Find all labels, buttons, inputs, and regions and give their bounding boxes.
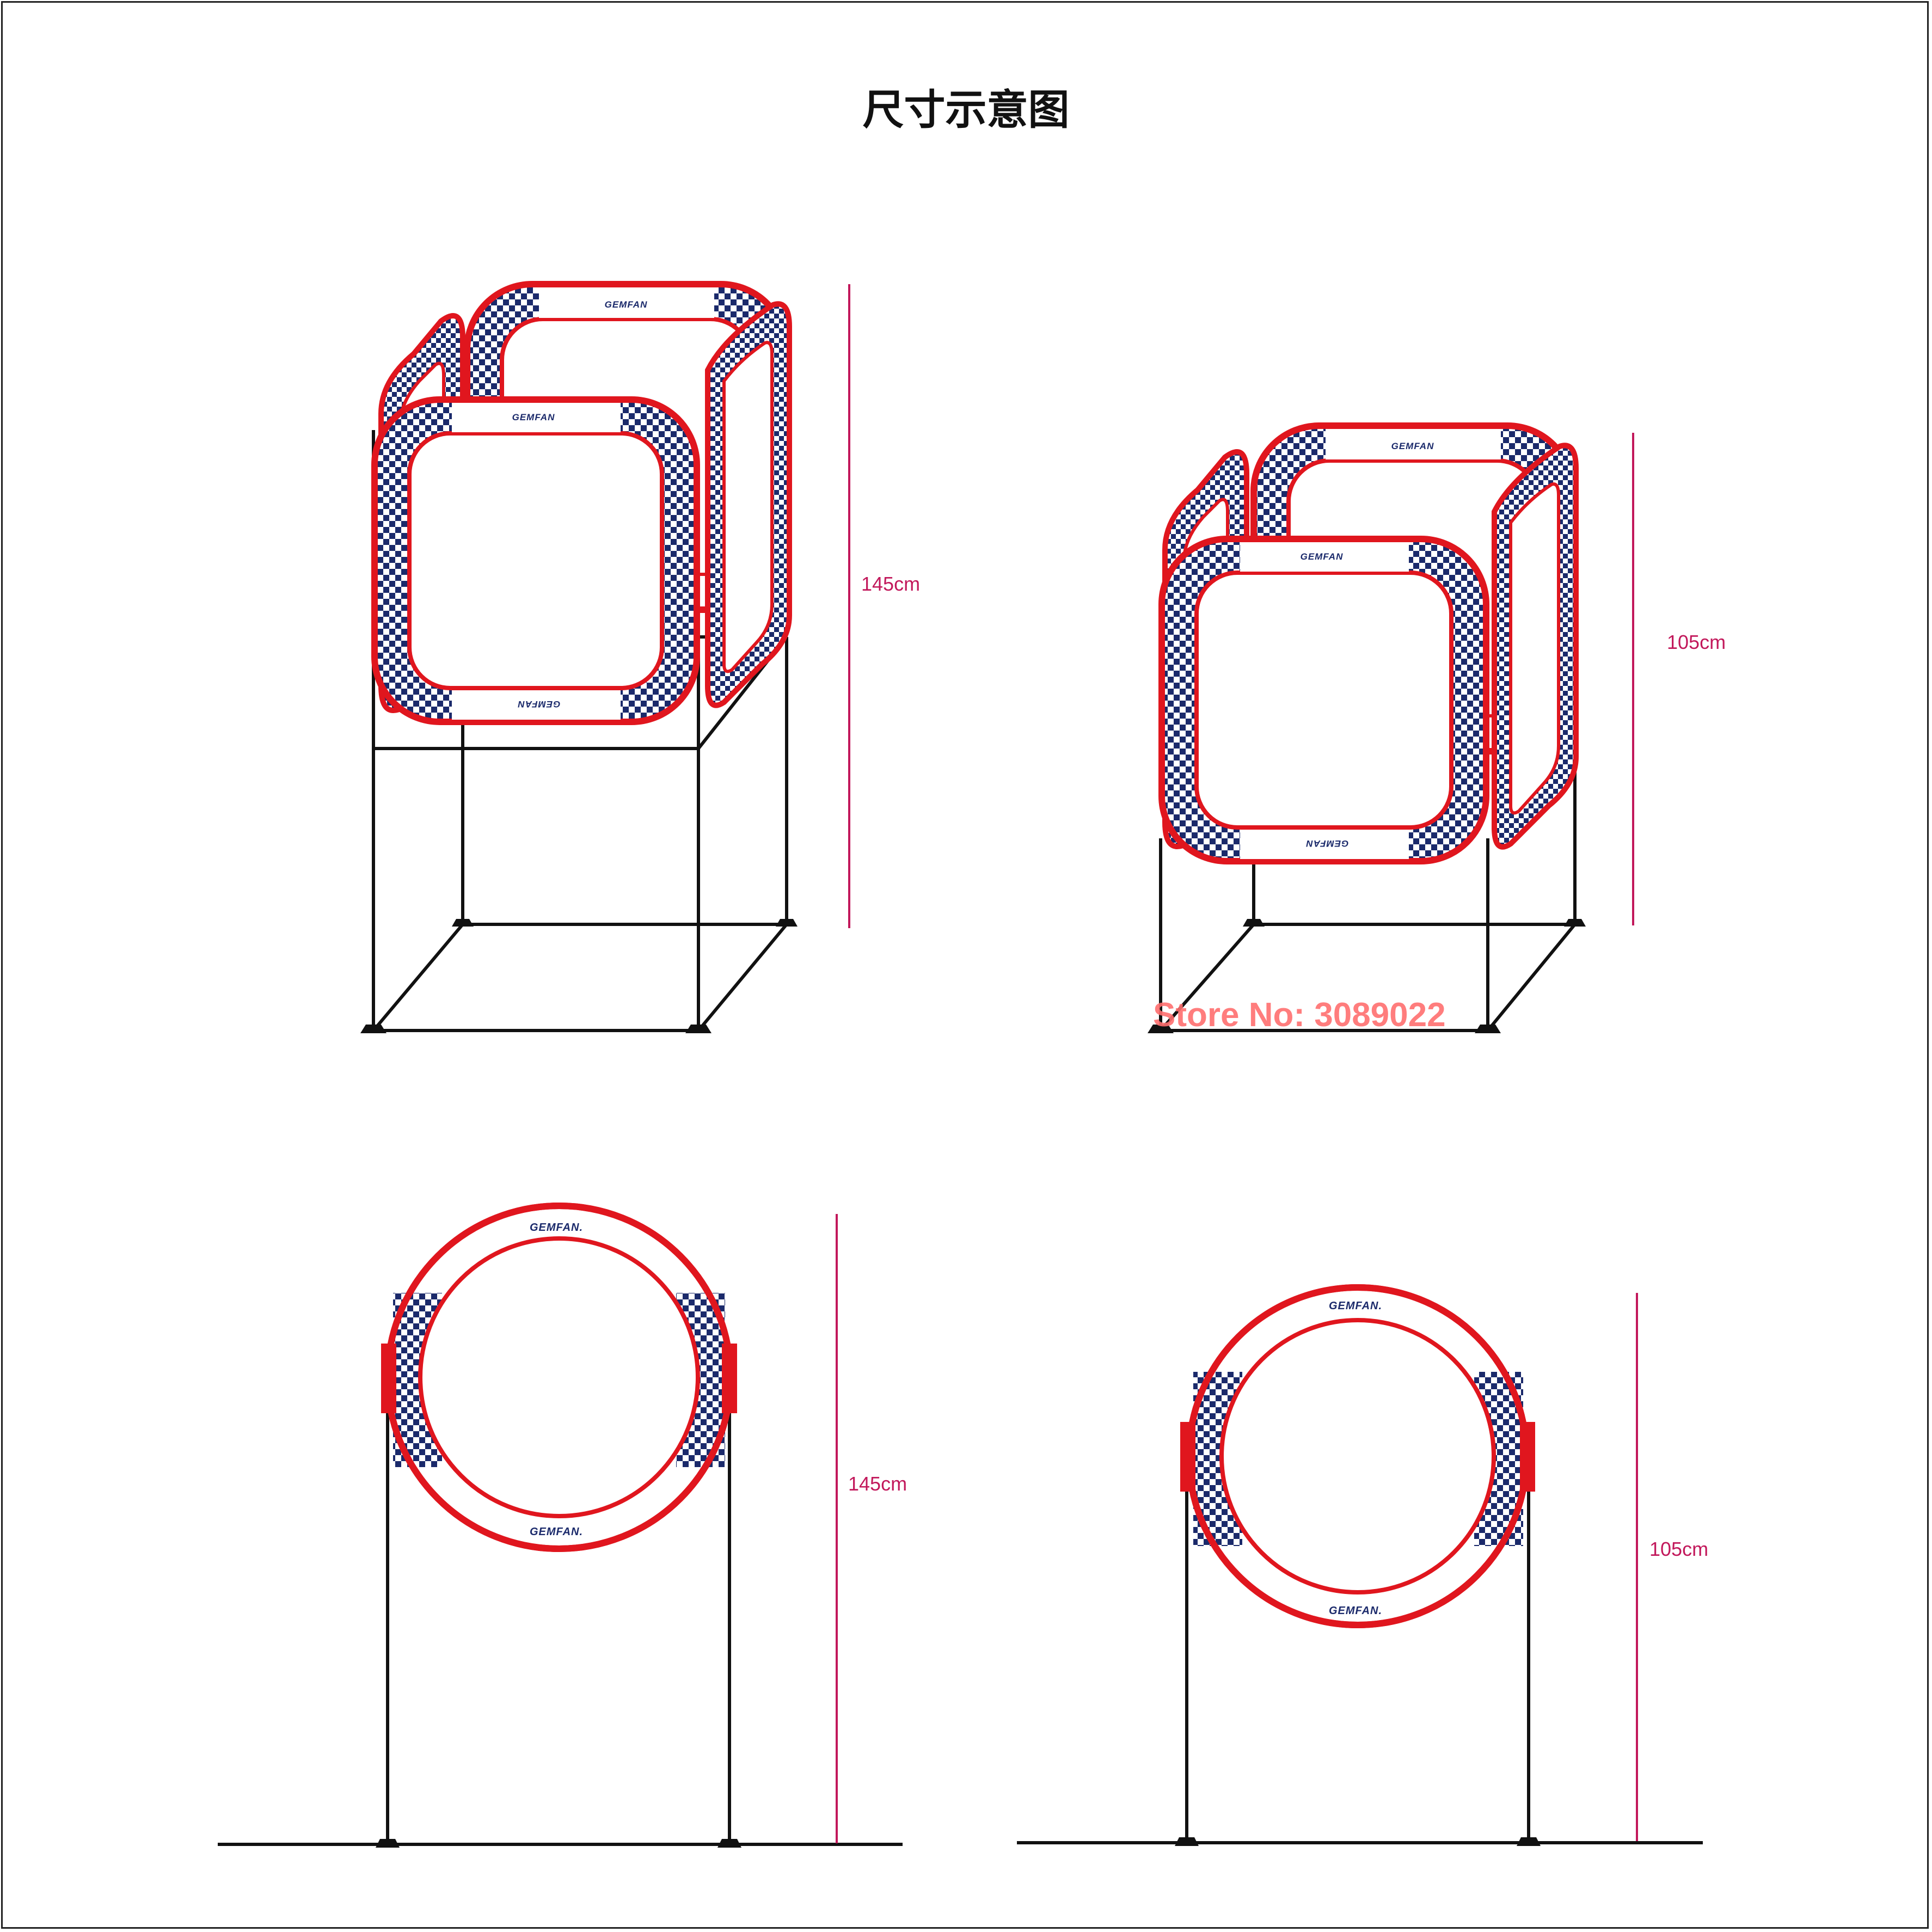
ring-gate-145-clamp-left (381, 1344, 396, 1413)
cube-gate-105-front-panel: GEMFAN GEMFAN (1158, 536, 1489, 864)
cube-gate-145-right-panel (705, 301, 792, 708)
ring-gate-105-inner (1219, 1318, 1496, 1594)
cube-gate-145-front-panel: GEMFAN GEMFAN (371, 396, 700, 725)
brand-logo-back-top: GEMFAN (605, 299, 648, 310)
ring-gate-145-inner (418, 1236, 700, 1518)
page-title: 尺寸示意图 (862, 85, 1070, 134)
cube-gate-105-feet (1148, 919, 1586, 1033)
brand-logo-back-top-105: GEMFAN (1391, 441, 1434, 451)
cube-gate-145: GEMFAN GEMFAN GEMFAN 1 (360, 281, 920, 1033)
cube-gate-145-feet (360, 919, 798, 1033)
dimension-label-cube-105: 105cm (1667, 631, 1726, 653)
ring-gate-105-clamp-left (1180, 1422, 1195, 1492)
store-watermark: Store No: 3089022 (1153, 996, 1446, 1034)
cube-gate-105-right-panel (1492, 443, 1579, 850)
ring-gate-145-feet (376, 1839, 741, 1848)
dimension-label-ring-105: 105cm (1649, 1538, 1708, 1560)
ring-gate-105-poles (1185, 1437, 1530, 1843)
brand-logo-front-bottom: GEMFAN (518, 699, 561, 709)
brand-logo-ring-145-top: GEMFAN. (530, 1222, 583, 1234)
brand-logo-ring-145-bottom: GEMFAN. (530, 1526, 583, 1538)
brand-logo-front-bottom-105: GEMFAN (1306, 838, 1349, 849)
cube-gate-105: GEMFAN GEMFAN GEMFAN 105cm Store No: 308… (1148, 422, 1726, 1034)
brand-logo-front-top-105: GEMFAN (1301, 551, 1344, 562)
ring-gate-105: GEMFAN. GEMFAN. 105cm (1017, 1284, 1708, 1846)
brand-logo-ring-105-top: GEMFAN. (1329, 1300, 1382, 1312)
brand-logo-ring-105-bottom: GEMFAN. (1329, 1605, 1382, 1617)
ring-gate-145-poles (386, 1345, 731, 1844)
ring-gate-145: GEMFAN. GEMFAN. 145cm (218, 1203, 907, 1848)
ring-gate-105-feet (1175, 1837, 1541, 1846)
dimension-label-ring-145: 145cm (848, 1473, 907, 1495)
brand-logo-front-top: GEMFAN (512, 412, 555, 422)
dimension-label-cube-145: 145cm (861, 573, 920, 595)
ring-gate-105-clamp-right (1520, 1422, 1535, 1492)
ring-gate-145-clamp-right (722, 1344, 737, 1413)
